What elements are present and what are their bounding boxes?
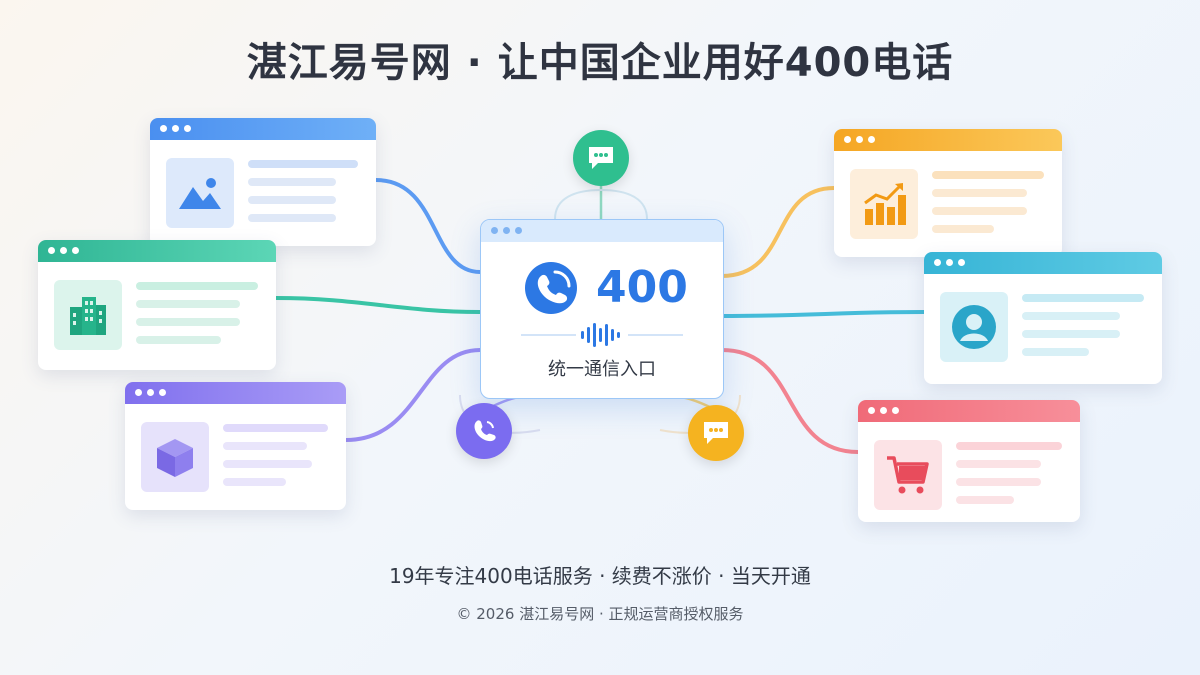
copyright-notice: © 2026 湛江易号网 · 正规运营商授权服务 [456, 605, 744, 623]
card-image [150, 118, 376, 246]
card-chart [834, 129, 1062, 257]
hotline-number: 400 [596, 262, 688, 313]
link-box [344, 348, 482, 442]
hub-label: 统一通信入口 [548, 359, 656, 380]
growth-chart-icon [850, 169, 918, 239]
soundwave-icon [521, 322, 683, 352]
message-top-bubble [573, 130, 629, 186]
phone-bubble [456, 403, 512, 459]
card-user [924, 252, 1162, 384]
chat-bubble-icon [589, 147, 613, 169]
message-bottom-bubble [688, 405, 744, 461]
center-hub: 400 统一通信入口 [480, 219, 724, 399]
link-image [374, 178, 482, 274]
link-user [720, 310, 926, 318]
phone-icon [474, 420, 496, 442]
card-building [38, 240, 276, 370]
cube-icon [141, 422, 209, 492]
image-icon [166, 158, 234, 228]
page-title: 湛江易号网 · 让中国企业用好400电话 [246, 40, 954, 86]
shopping-cart-icon [874, 440, 942, 510]
building-icon [54, 280, 122, 350]
chat-bubble-icon [704, 422, 728, 444]
card-cart [858, 400, 1080, 522]
link-cart [720, 348, 860, 454]
link-building [274, 296, 482, 314]
phone-handset-icon [521, 258, 581, 322]
user-profile-icon [940, 292, 1008, 362]
card-box [125, 382, 346, 510]
tagline: 19年专注400电话服务 · 续费不涨价 · 当天开通 [389, 564, 811, 588]
link-chart [720, 186, 836, 278]
